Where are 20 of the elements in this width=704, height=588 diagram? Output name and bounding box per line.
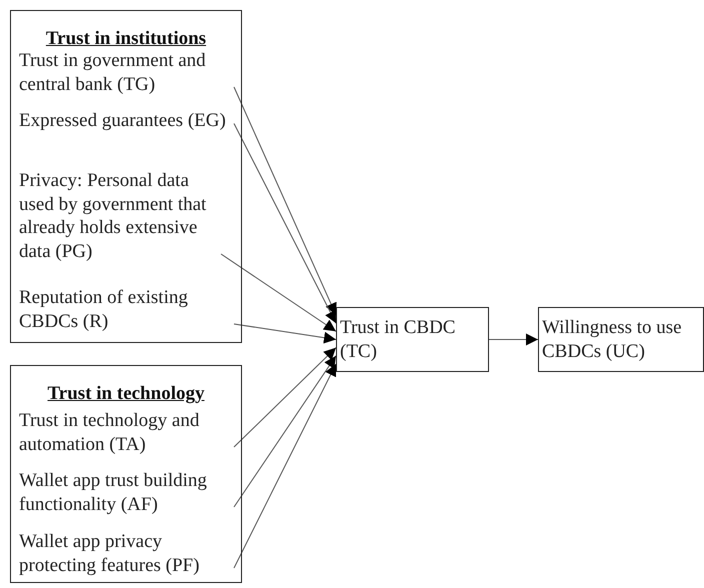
factor-text: Trust in technology and automation (TA)	[19, 409, 237, 456]
factor-text: Trust in government and central bank (TG)	[19, 49, 237, 96]
factor-text: Wallet app trust building functionality (AF)	[19, 469, 237, 516]
arrow	[234, 355, 336, 508]
group-heading: Trust in institutions	[46, 28, 206, 49]
arrow	[220, 254, 336, 332]
factor-text: Privacy: Personal data used by government that already holds extensive data (PG)	[19, 169, 224, 263]
factor-text: Reputation of existing CBDCs (R)	[19, 286, 237, 333]
group-heading: Trust in technology	[48, 383, 204, 404]
factor-text: Wallet app privacy protecting features (PF)	[19, 530, 237, 577]
construct-box: Willingness to use CBDCs (UC)	[538, 307, 704, 372]
arrow	[234, 324, 336, 344]
arrow	[488, 334, 538, 346]
factor-text: Expressed guarantees (EG)	[19, 109, 237, 132]
group-box	[10, 365, 242, 583]
construct-box: Trust in CBDC (TC)	[336, 307, 489, 372]
arrow	[234, 347, 336, 448]
arrow	[234, 363, 336, 568]
group-box	[10, 10, 242, 343]
arrow	[234, 123, 336, 324]
